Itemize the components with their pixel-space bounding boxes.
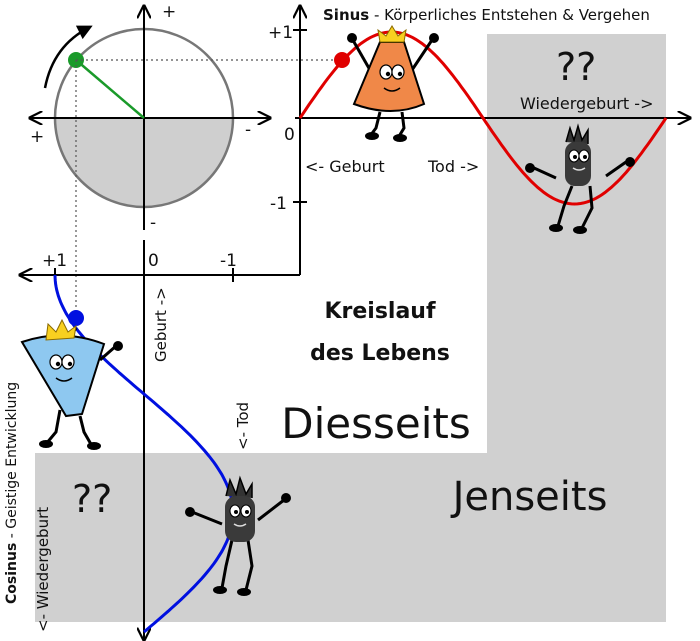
- cosine-question-marks: ??: [72, 477, 112, 521]
- blue-left-leg: [44, 409, 62, 445]
- cosine-ghost-right-pupil: [245, 510, 249, 514]
- blue-left-eye: [49, 354, 63, 370]
- sine-title-bold: Sinus: [323, 6, 369, 24]
- orange-left-foot: [365, 132, 379, 140]
- cosine-ghost-left-pupil: [234, 510, 238, 514]
- sine-label-birth: <- Geburt: [305, 157, 385, 176]
- cosine-title-bold: Cosinus: [4, 543, 20, 604]
- cosine-ghost-left-leg: [220, 539, 234, 589]
- cosine-label-rebirth: <- Wiedergeburt: [34, 507, 52, 632]
- cosine-ghost-left-hand: [185, 507, 195, 517]
- cosine-ghost-right-arm: [257, 498, 285, 522]
- cosine-title-rest: - Geistige Entwicklung: [4, 382, 20, 543]
- cosine-label-death: <- Tod: [234, 402, 252, 450]
- sine-tick-label-zero: 0: [284, 125, 295, 145]
- sine-label-death: Tod ->: [427, 157, 479, 176]
- orange-right-eye: [391, 64, 405, 80]
- cosine-title: Cosinus - Geistige Entwicklung: [4, 382, 20, 604]
- sine-ghost-left-arm: [533, 166, 557, 180]
- orange-left-pupil: [385, 71, 391, 77]
- main-title-line1: Kreislauf: [324, 299, 436, 324]
- blue-right-hand: [113, 341, 123, 351]
- sine-ghost-right-arm: [605, 160, 627, 178]
- sine-tick-label-plus1: +1: [268, 23, 293, 43]
- orange-crown: [377, 25, 407, 43]
- cosine-ghost-mouth: [233, 523, 247, 527]
- blue-cone-character: [20, 318, 123, 450]
- blue-right-leg: [78, 415, 94, 447]
- blue-cone-body: [20, 334, 106, 418]
- radius-line: [75, 59, 145, 119]
- cosine-graph: +1 0 -1 Geburt -> <- Tod <- Wiedergeburt…: [4, 240, 280, 640]
- orange-right-foot: [393, 134, 407, 142]
- sine-curve: [298, 30, 668, 206]
- orange-left-eye: [379, 64, 393, 80]
- cosine-ghost-character: [185, 475, 291, 596]
- cosine-ghost-body: [225, 496, 255, 542]
- unit-circle-group: + + - -: [30, 2, 340, 312]
- blue-right-foot: [87, 442, 101, 450]
- orange-left-hand: [347, 33, 357, 43]
- cosine-label-birth: Geburt ->: [152, 287, 170, 362]
- blue-left-foot: [39, 440, 53, 448]
- sine-label-rebirth: Wiedergeburt ->: [520, 94, 653, 113]
- sine-ghost-right-pupil: [583, 155, 587, 159]
- cosine-tick-label-minus1: -1: [220, 251, 237, 271]
- blue-crown: [45, 318, 77, 341]
- blue-right-eye: [61, 354, 75, 370]
- main-title-line2: des Lebens: [310, 341, 450, 366]
- circle-sign-right: -: [245, 120, 251, 140]
- jenseits-region: [35, 34, 666, 622]
- cosine-ghost-right-hand: [281, 493, 291, 503]
- sine-ghost-mouth: [572, 167, 586, 171]
- blue-right-pupil: [67, 361, 73, 367]
- cosine-tick-label-plus1: +1: [42, 251, 67, 271]
- orange-left-arm: [352, 41, 372, 71]
- sine-ghost-right-hand: [625, 157, 635, 167]
- blue-left-pupil: [55, 361, 61, 367]
- blue-right-arm: [99, 344, 117, 362]
- orange-right-hand: [429, 33, 439, 43]
- cosine-ghost-right-foot: [237, 588, 251, 596]
- sine-ghost-left-hand: [525, 163, 535, 173]
- sine-ghost-right-foot: [573, 226, 587, 234]
- sine-ghost-right-leg: [580, 185, 594, 229]
- circle-sign-bottom: -: [150, 213, 156, 233]
- orange-cone-character: [347, 25, 439, 142]
- sine-title-rest: - Körperliches Entstehen & Vergehen: [369, 6, 650, 24]
- sine-ghost-character: [525, 123, 635, 234]
- sine-point: [334, 52, 350, 68]
- circle-sign-left: +: [30, 127, 44, 147]
- sine-tick-label-minus1: -1: [270, 194, 287, 214]
- cosine-point: [68, 310, 84, 326]
- orange-right-arm: [410, 39, 434, 71]
- circle-sign-top: +: [162, 2, 176, 22]
- sine-ghost-left-leg: [556, 185, 574, 227]
- blue-mouth: [55, 377, 73, 382]
- cosine-ghost-left-foot: [213, 586, 227, 594]
- sine-question-marks: ??: [556, 45, 596, 89]
- sine-ghost-left-foot: [549, 224, 563, 232]
- cosine-tick-label-zero: 0: [148, 251, 159, 271]
- orange-right-pupil: [397, 71, 403, 77]
- cosine-ghost-right-leg: [244, 539, 254, 591]
- sine-ghost-body: [565, 142, 591, 186]
- jenseits-label: Jenseits: [450, 474, 608, 520]
- sine-ghost-left-pupil: [573, 155, 577, 159]
- cosine-ghost-left-arm: [191, 510, 223, 526]
- cosine-curve: [53, 274, 235, 634]
- sine-ghost-hair: [565, 123, 589, 144]
- sine-title: Sinus - Körperliches Entstehen & Vergehe…: [323, 6, 650, 24]
- diesseits-label: Diesseits: [281, 399, 470, 448]
- rotation-arrow: [43, 25, 93, 89]
- cosine-ghost-hair: [225, 475, 253, 498]
- orange-mouth: [383, 87, 401, 92]
